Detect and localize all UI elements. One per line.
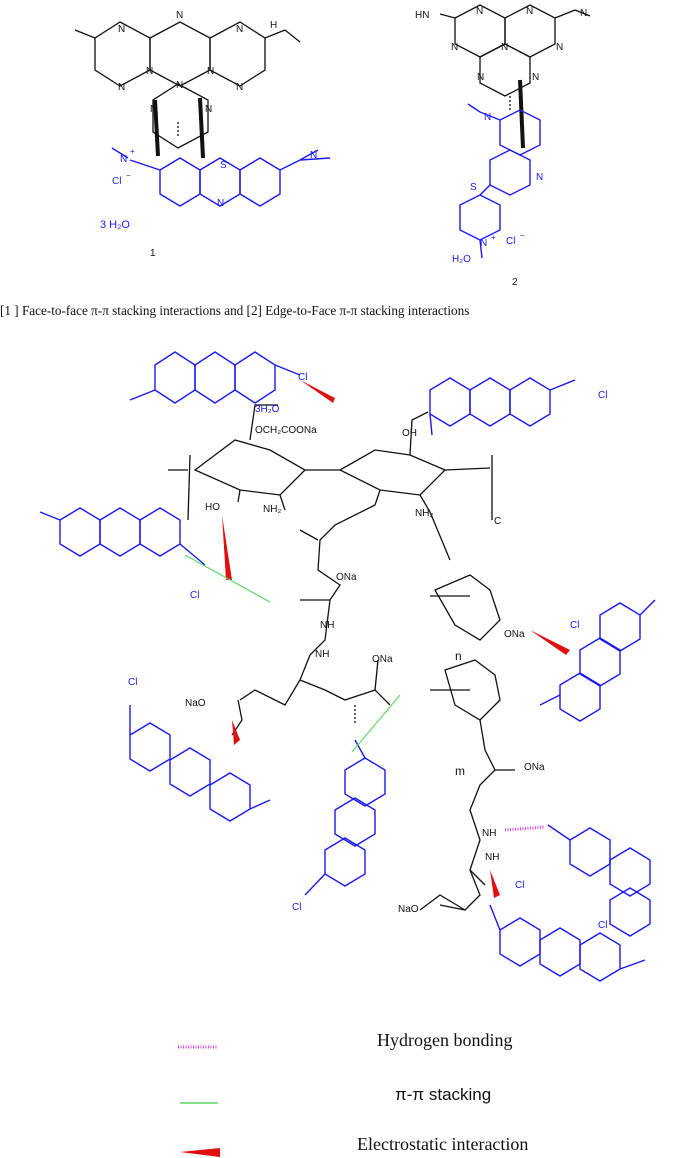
nh-label: NH <box>482 828 496 839</box>
dye-labels: Cl 3H₂O Cl Cl Cl Cl Cl Cl Cl <box>128 372 607 931</box>
water-label: 3 H₂O <box>100 219 130 231</box>
hn-label: HN <box>415 10 429 21</box>
nh-label: NH <box>315 649 329 660</box>
nao-label: NaO <box>398 904 419 915</box>
atom-label: N <box>476 6 483 17</box>
pi-stacking-line <box>351 694 401 753</box>
chloride-label: Cl <box>298 372 307 383</box>
ho-label: HO <box>205 502 220 513</box>
legend <box>178 1045 220 1157</box>
figure-caption: [1 ] Face-to-face π-π stacking interacti… <box>0 303 470 318</box>
atom-label: S <box>470 182 477 193</box>
atom-label: N <box>176 80 183 91</box>
chloride-label: Cl <box>515 880 524 891</box>
atom-label: N <box>146 66 153 77</box>
ch2coona-label: OCH₂COONa <box>255 425 317 436</box>
dye-molecules <box>39 351 656 982</box>
atom-label: N <box>236 24 243 35</box>
atom-label: N <box>236 82 243 93</box>
chloride-label: Cl <box>112 176 121 187</box>
network-interactions <box>184 380 570 898</box>
atom-label: N <box>118 82 125 93</box>
legend-label-hydrogen-bonding: Hydrogen bonding <box>377 1030 513 1050</box>
chloride-label: Cl <box>190 590 199 601</box>
complex-2 <box>439 4 591 149</box>
complex-1-labels: N N N N N N N N N N H <box>118 10 277 115</box>
water-label: H₂O <box>452 254 471 265</box>
atom-label: N <box>310 150 317 161</box>
atom-label: N <box>526 6 533 17</box>
electrostatic-wedge <box>232 720 240 745</box>
atom-label: N <box>484 112 491 123</box>
atom-label: S <box>220 160 227 171</box>
atom-label: N <box>501 42 508 53</box>
ona-label: ONa <box>372 654 393 665</box>
atom-label: N <box>120 154 127 165</box>
atom-label: N <box>118 24 125 35</box>
atom-label: N <box>150 104 157 115</box>
ona-label: ONa <box>524 762 545 773</box>
atom-label: H <box>270 20 277 31</box>
water-label: 3H₂O <box>255 404 280 415</box>
nh-label: NH <box>320 620 334 631</box>
legend-swatch-electrostatic <box>180 1148 220 1157</box>
ona-label: ONa <box>504 629 525 640</box>
complex-1-number: 1 <box>150 248 156 259</box>
complex-2-dye-labels: N S N N + Cl − H₂O <box>452 112 543 265</box>
atom-label: N <box>217 198 224 209</box>
polymer-backbone <box>168 404 515 911</box>
nh2-label: NH₂ <box>415 508 433 519</box>
oh-label: OH <box>402 428 417 439</box>
complex-2-labels: HN N N N N N N N N <box>415 6 587 83</box>
hydrogen-bond-line <box>504 825 546 832</box>
chloride-charge: − <box>520 231 525 240</box>
polymer-labels: OCH₂COONa OH HO NH₂ NH₂ C ONa NH NH ONa … <box>185 425 545 915</box>
legend-label-electrostatic: Electrostatic interaction <box>357 1134 529 1154</box>
electrostatic-wedge <box>222 515 232 580</box>
atom-label: N <box>207 66 214 77</box>
legend-label-pi-stacking: π-π stacking <box>395 1085 492 1104</box>
atom-label: + <box>491 233 496 242</box>
pi-stacking-line <box>184 554 271 603</box>
m-label: m <box>455 764 465 778</box>
complex-1 <box>74 21 301 159</box>
atom-label: N <box>580 8 587 19</box>
chloride-label: Cl <box>598 920 607 931</box>
atom-label: N <box>480 238 487 249</box>
chloride-charge: − <box>126 171 131 180</box>
electrostatic-wedge <box>300 380 335 403</box>
atom-label: N <box>451 42 458 53</box>
complex-1-dye-labels: S N N + N Cl − 3 H₂O <box>100 147 317 231</box>
atom-label: N <box>477 72 484 83</box>
atom-label: + <box>130 147 135 156</box>
chloride-label: Cl <box>598 390 607 401</box>
chloride-label: Cl <box>506 236 515 247</box>
atom-label: N <box>176 10 183 21</box>
nh2-label: NH₂ <box>263 504 281 515</box>
chloride-label: Cl <box>570 620 579 631</box>
electrostatic-wedge <box>490 870 500 898</box>
atom-label: N <box>532 72 539 83</box>
chloride-label: Cl <box>128 677 137 688</box>
atom-label: N <box>536 172 543 183</box>
atom-label: N <box>205 104 212 115</box>
atom-label: N <box>556 42 563 53</box>
complex-1-dye <box>111 147 331 207</box>
nh-label: NH <box>485 852 499 863</box>
complex-2-number: 2 <box>512 277 518 288</box>
electrostatic-wedge <box>530 630 570 655</box>
c-label: C <box>494 516 501 527</box>
ona-label: ONa <box>336 572 357 583</box>
n-label: n <box>455 649 462 663</box>
chloride-label: Cl <box>292 902 301 913</box>
nao-label: NaO <box>185 698 206 709</box>
complex-2-dye <box>459 103 541 259</box>
